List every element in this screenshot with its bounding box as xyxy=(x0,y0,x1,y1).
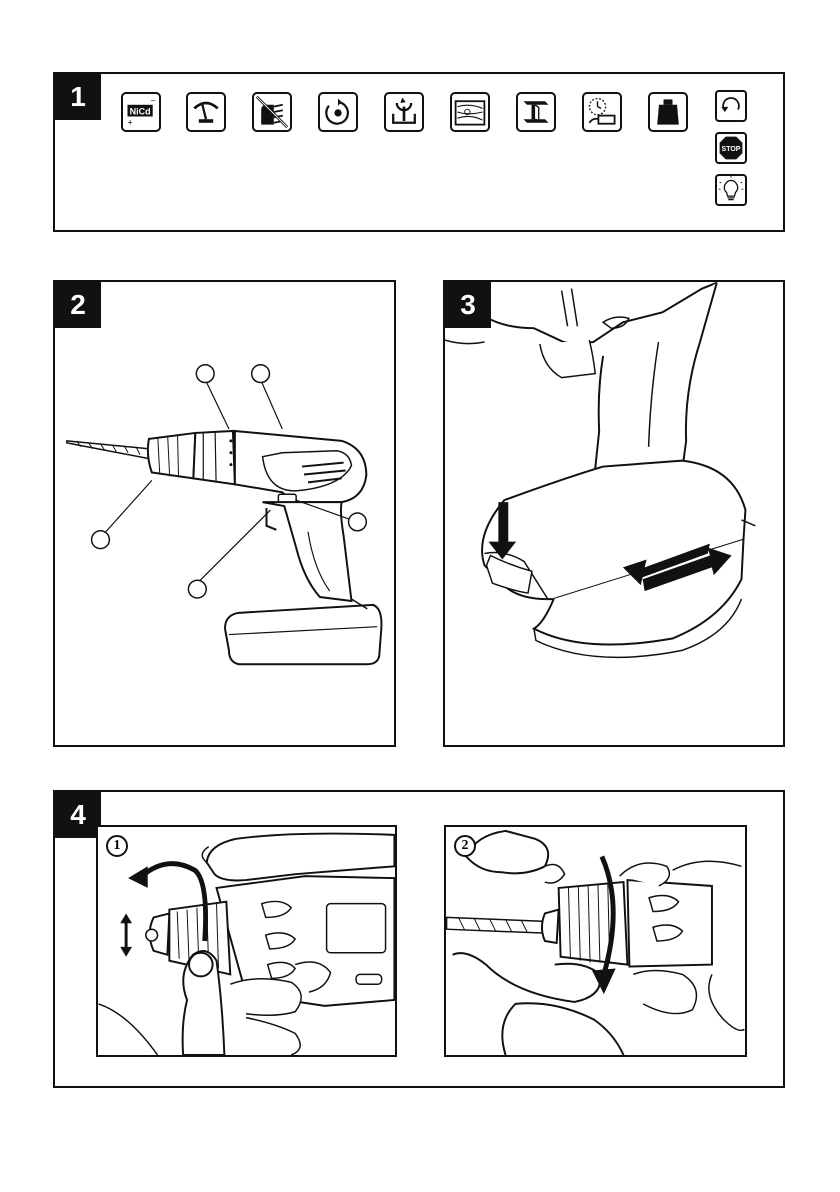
no-wall-drilling-icon xyxy=(252,92,292,132)
reverse-rotation-icon xyxy=(715,90,747,122)
wood-material-icon xyxy=(450,92,490,132)
drill-side-view-illustration xyxy=(55,282,394,745)
panel-2-drill-overview: 2 xyxy=(53,280,396,747)
stop-label: STOP xyxy=(722,146,741,153)
panel-number: 1 xyxy=(55,74,101,120)
step-number: 2 xyxy=(454,835,476,857)
step-1-open-chuck: 1 xyxy=(96,825,397,1057)
charging-time-icon xyxy=(582,92,622,132)
panel-number: 4 xyxy=(55,792,101,838)
nicd-label: NiCd xyxy=(130,106,151,116)
torque-setting-icon xyxy=(384,92,424,132)
step-number: 1 xyxy=(106,835,128,857)
stop-icon: STOP xyxy=(715,132,747,164)
open-chuck-illustration xyxy=(98,827,395,1055)
step-2-insert-bit: 2 xyxy=(444,825,747,1057)
light-bulb-icon xyxy=(715,174,747,206)
rotation-icon xyxy=(318,92,358,132)
minus-sign: – xyxy=(151,96,156,105)
panel-3-battery-removal: 3 xyxy=(443,280,785,747)
battery-removal-illustration xyxy=(445,282,783,745)
nicd-battery-icon: NiCd – + xyxy=(121,92,161,132)
panel-4-bit-insertion: 4 1 xyxy=(53,790,785,1088)
insert-bit-illustration xyxy=(446,827,745,1055)
plus-sign: + xyxy=(128,118,133,128)
panel-number: 3 xyxy=(445,282,491,328)
weight-icon xyxy=(648,92,688,132)
speed-gauge-icon xyxy=(186,92,226,132)
metal-material-icon xyxy=(516,92,556,132)
panel-1-symbols: 1 NiCd – + xyxy=(53,72,785,232)
